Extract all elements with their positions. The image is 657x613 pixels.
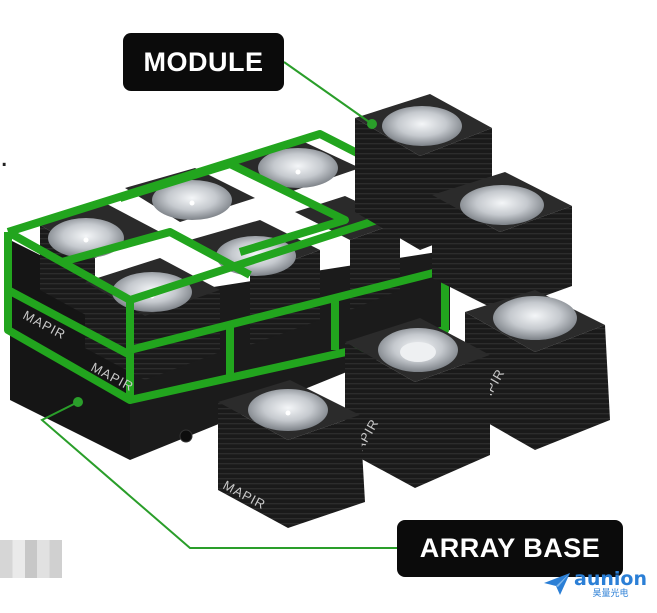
loose-modules: MAPIR MAPIR MAPIR <box>218 94 610 528</box>
array-base-callout-label: ARRAY BASE <box>397 520 623 577</box>
base-port <box>179 429 193 443</box>
array-base-leader-line <box>40 401 397 549</box>
stray-text-fragment: . <box>0 140 9 173</box>
module-lower-right: MAPIR <box>465 290 610 450</box>
watermark-name: aunion <box>574 568 647 590</box>
module-middle-right <box>432 172 572 312</box>
module-front-left: MAPIR <box>218 380 365 528</box>
watermark-subtitle: 昊量光电 <box>592 588 629 598</box>
leader-lines <box>40 61 397 549</box>
module-leader-line <box>283 61 373 125</box>
module-callout-label: MODULE <box>123 33 284 91</box>
module-front-center: MAPIR <box>345 318 490 488</box>
watermark-logo: aunion 昊量光电 <box>544 570 647 598</box>
redacted-block <box>0 540 62 578</box>
paper-plane-icon <box>544 573 571 595</box>
